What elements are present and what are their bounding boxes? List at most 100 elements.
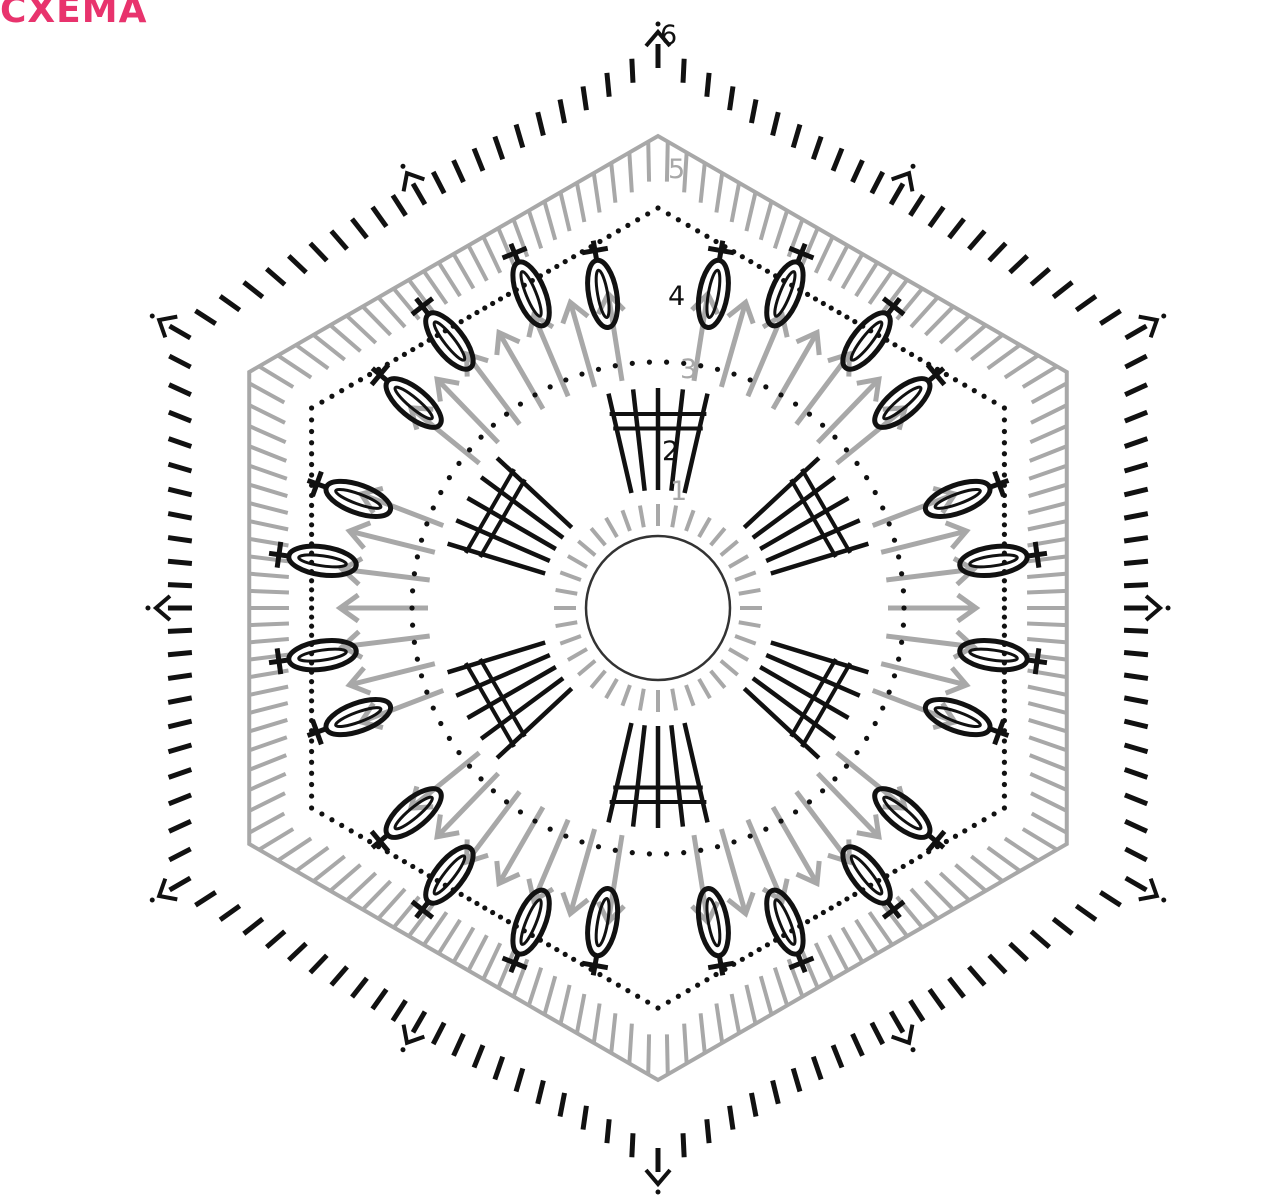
row5-stitch bbox=[971, 856, 1002, 881]
row4-chain-dot bbox=[309, 578, 314, 583]
row6-stitch bbox=[707, 73, 709, 97]
row6-stitch bbox=[1124, 675, 1148, 678]
row4-chain-dot bbox=[349, 383, 354, 388]
row6-stitch bbox=[833, 1045, 842, 1067]
row4-puff-inner bbox=[298, 647, 347, 664]
row4-chain-dot bbox=[740, 254, 745, 259]
row4-chain-dot bbox=[860, 324, 865, 329]
row3-chain-dot bbox=[731, 371, 736, 376]
row4-chain-dot bbox=[1002, 532, 1007, 537]
row4-puff-inner bbox=[969, 553, 1018, 570]
row4-chain-dot bbox=[402, 859, 407, 864]
row4-chain-dot bbox=[1002, 749, 1007, 754]
row5-stitch bbox=[816, 237, 833, 273]
row3-chain-dot bbox=[456, 750, 461, 755]
row6-stitch bbox=[1053, 282, 1072, 297]
row6-stitch bbox=[331, 231, 347, 249]
row4-puff-stitch bbox=[303, 692, 395, 748]
row1-stitch bbox=[560, 572, 581, 580]
row5-stitch bbox=[925, 306, 953, 335]
row4-chain-dot bbox=[773, 273, 778, 278]
row4-chain-dot bbox=[1002, 522, 1007, 527]
row1-stitch bbox=[556, 590, 578, 594]
row4-puff-outline bbox=[694, 258, 733, 330]
row-number-label: 5 bbox=[668, 154, 685, 185]
row1-stitch bbox=[735, 636, 756, 644]
row3-chain-dot bbox=[873, 490, 878, 495]
row5-stitch bbox=[278, 838, 311, 860]
row4-chain-dot bbox=[554, 947, 559, 952]
row3-chain-dot bbox=[698, 363, 703, 368]
row4-puff-outline bbox=[583, 886, 622, 958]
row4-puff-outline bbox=[759, 257, 810, 331]
row4-chain-dot bbox=[482, 905, 487, 910]
row6-stitch bbox=[989, 243, 1006, 260]
row4-puff-outline bbox=[287, 542, 358, 579]
row-number-label: 4 bbox=[668, 281, 685, 312]
row2-stitch bbox=[685, 723, 708, 822]
row4-puff-stitch bbox=[405, 840, 481, 927]
row4-chain-dot bbox=[506, 919, 511, 924]
row5-stitch bbox=[684, 1024, 687, 1064]
row2-stitch bbox=[456, 520, 550, 561]
row4-chain-dot bbox=[1002, 429, 1007, 434]
row4-chain-dot bbox=[490, 910, 495, 915]
row4-puff-inner bbox=[594, 269, 612, 318]
row6-picot-dot bbox=[656, 1190, 661, 1195]
row4-chain-dot bbox=[991, 399, 996, 404]
row5-stitch bbox=[1028, 521, 1067, 529]
row3-chain-dot bbox=[491, 788, 496, 793]
row6-stitch bbox=[560, 1093, 565, 1117]
row1-stitch bbox=[560, 636, 581, 644]
row4-chain-dot bbox=[309, 429, 314, 434]
row5-stitch bbox=[483, 943, 500, 979]
row5-stitch bbox=[249, 426, 286, 442]
row4-chain-dot bbox=[506, 292, 511, 297]
row4-chain-dot bbox=[329, 394, 334, 399]
row6-picot bbox=[1139, 879, 1172, 912]
row4-chain-dot bbox=[625, 223, 630, 228]
row4-chain-dot bbox=[443, 328, 448, 333]
row6-stitch bbox=[267, 931, 285, 947]
row4-chain-dot bbox=[1002, 560, 1007, 565]
row6-stitch bbox=[310, 955, 327, 972]
row4-chain-dot bbox=[797, 287, 802, 292]
row3-chain-dot bbox=[647, 851, 652, 856]
row4-chain-dot bbox=[410, 864, 415, 869]
row3-chain-dot bbox=[664, 851, 669, 856]
row6-picot bbox=[892, 1025, 925, 1058]
row4-chain-dot bbox=[876, 878, 881, 883]
row6-stitch bbox=[168, 745, 191, 752]
row4-chain-dot bbox=[309, 440, 314, 445]
row4-puff-stitch bbox=[405, 290, 481, 377]
row3-chain-dot bbox=[887, 521, 892, 526]
row4-chain-dot bbox=[813, 296, 818, 301]
row5-stitch bbox=[249, 813, 284, 832]
row4-chain-dot bbox=[935, 844, 940, 849]
row5-stitch bbox=[483, 237, 500, 273]
row3-stitch bbox=[499, 333, 543, 409]
row5-stitch bbox=[925, 881, 953, 910]
row5-stitch bbox=[701, 163, 705, 203]
row6-picot-chevron bbox=[1146, 596, 1160, 620]
row4-chain-dot bbox=[645, 211, 650, 216]
row6-picot-chevron bbox=[1139, 879, 1163, 907]
row5-stitch bbox=[249, 737, 287, 750]
row6-stitch bbox=[910, 195, 923, 215]
row6-stitch bbox=[607, 1119, 609, 1143]
row5-stitch bbox=[911, 297, 938, 327]
row4-chain-dot bbox=[1002, 782, 1007, 787]
row6-stitch bbox=[220, 906, 240, 920]
row6-stitch bbox=[1124, 585, 1148, 586]
row6-stitch bbox=[930, 207, 944, 227]
row6-stitch bbox=[1031, 931, 1049, 947]
row3-chain-dot bbox=[424, 690, 429, 695]
row6-stitch bbox=[169, 849, 190, 860]
row6-picot bbox=[391, 158, 424, 191]
row6-stitch bbox=[813, 1057, 821, 1080]
row6-stitch bbox=[1053, 919, 1072, 934]
row4-puff-outline bbox=[958, 637, 1029, 674]
row1-stitch bbox=[721, 541, 738, 555]
row6-stitch bbox=[516, 1068, 523, 1091]
row3-stitch bbox=[499, 807, 543, 883]
